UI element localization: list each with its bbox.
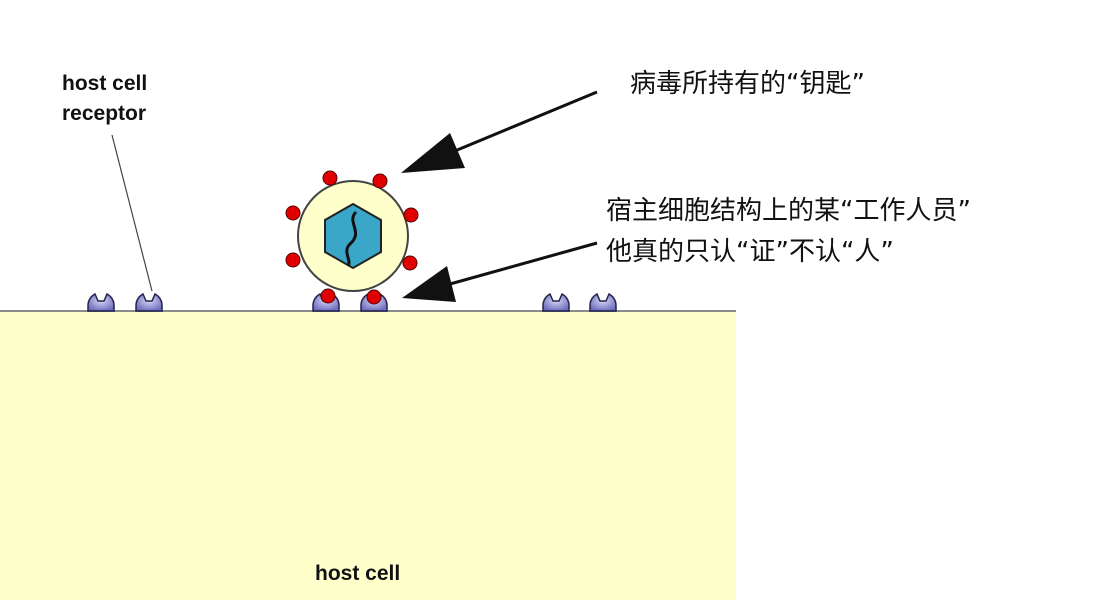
receptor-label-line1: host cell bbox=[62, 72, 147, 95]
receptor-pointer-line bbox=[111, 134, 153, 292]
receptor-cup-icon bbox=[542, 293, 570, 312]
host-cell-body bbox=[0, 311, 736, 600]
receptor-cup-icon bbox=[589, 293, 617, 312]
receptor-arrow bbox=[402, 241, 598, 302]
host-cell-label: host cell bbox=[315, 562, 400, 585]
receptor-cup-icon bbox=[135, 293, 163, 312]
receptor-cup-icon bbox=[87, 293, 115, 312]
spike-proteins bbox=[285, 170, 419, 305]
virus-particle-icon bbox=[285, 170, 419, 305]
receptor-caption-line2: 他真的只认“证”不认“人” bbox=[606, 237, 894, 267]
virus-key-caption: 病毒所持有的“钥匙” bbox=[630, 69, 865, 99]
key-arrow bbox=[401, 90, 598, 173]
receptor-label-line2: receptor bbox=[62, 102, 146, 125]
receptor-caption-line1: 宿主细胞结构上的某“工作人员” bbox=[606, 196, 971, 226]
